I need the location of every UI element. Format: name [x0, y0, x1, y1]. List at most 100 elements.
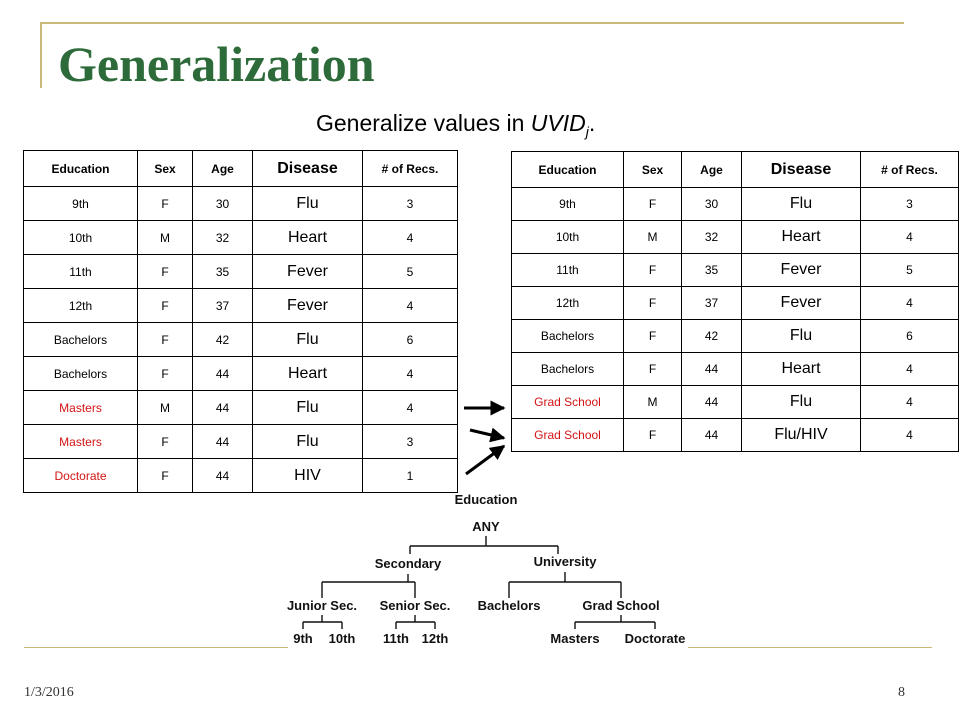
left-cell-sex: F [137, 356, 193, 391]
right-cell-education: Bachelors [511, 352, 624, 386]
tree-edge-grad-school [574, 615, 656, 629]
left-cell-age: 44 [192, 424, 253, 459]
left-cell-education: Bachelors [23, 322, 138, 357]
left-cell-education: 10th [23, 220, 138, 255]
left-cell-recs: 3 [362, 424, 458, 459]
right-cell-education: Bachelors [511, 319, 624, 353]
right-cell-education: 10th [511, 220, 624, 254]
right-cell-disease: Flu [741, 319, 861, 353]
right-cell-recs: 5 [860, 253, 959, 287]
left-header-sex: Sex [137, 150, 193, 187]
right-cell-education: Grad School [511, 418, 624, 452]
tree-edge-any [409, 536, 559, 554]
right-cell-sex: F [623, 286, 682, 320]
left-cell-sex: F [137, 254, 193, 289]
slide-subtitle: Generalize values in UVIDj. [316, 108, 595, 147]
right-cell-recs: 3 [860, 187, 959, 221]
subtitle-suffix: . [588, 110, 596, 136]
left-cell-sex: F [137, 322, 193, 357]
right-cell-age: 37 [681, 286, 742, 320]
right-cell-recs: 4 [860, 352, 959, 386]
left-cell-education: Doctorate [23, 458, 138, 493]
left-cell-recs: 4 [362, 288, 458, 323]
right-cell-disease: Fever [741, 253, 861, 287]
tree-node-secondary: Secondary [375, 556, 442, 571]
slide-date: 1/3/2016 [24, 685, 74, 700]
right-header-recs: # of Recs. [860, 151, 959, 188]
left-cell-recs: 6 [362, 322, 458, 357]
left-cell-recs: 4 [362, 220, 458, 255]
left-cell-disease: Flu [252, 322, 363, 357]
left-decoration-line [40, 22, 42, 88]
left-cell-education: Masters [23, 390, 138, 425]
tree-leaf-11th: 11th [383, 631, 409, 646]
right-cell-education: Grad School [511, 385, 624, 419]
right-cell-age: 44 [681, 352, 742, 386]
tree-root-label: Education [455, 492, 518, 507]
tree-node-any: ANY [472, 519, 500, 534]
tree-node-junior-sec: Junior Sec. [287, 598, 357, 613]
right-cell-disease: Flu [741, 187, 861, 221]
tree-node-grad-school: Grad School [582, 598, 659, 613]
right-cell-age: 35 [681, 253, 742, 287]
left-cell-disease: Flu [252, 390, 363, 425]
left-cell-recs: 4 [362, 390, 458, 425]
left-cell-age: 44 [192, 356, 253, 391]
right-cell-recs: 6 [860, 319, 959, 353]
tree-leaf-9th: 9th [293, 631, 313, 646]
left-cell-age: 37 [192, 288, 253, 323]
tree-node-senior-sec: Senior Sec. [380, 598, 451, 613]
left-cell-recs: 1 [362, 458, 458, 493]
subtitle-subscript: j [585, 123, 589, 140]
left-cell-sex: F [137, 186, 193, 221]
arrow-masters-f [469, 427, 506, 443]
right-cell-age: 44 [681, 418, 742, 452]
right-cell-age: 30 [681, 187, 742, 221]
education-hierarchy-tree: Education ANY Secondary University Junio… [287, 492, 686, 646]
right-cell-education: 12th [511, 286, 624, 320]
mapping-arrows [464, 400, 506, 476]
right-header-disease: Disease [741, 151, 861, 188]
left-cell-disease: Flu [252, 424, 363, 459]
tree-leaf-10th: 10th [329, 631, 356, 646]
right-cell-sex: F [623, 319, 682, 353]
left-cell-sex: M [137, 220, 193, 255]
tree-leaf-doctorate: Doctorate [625, 631, 686, 646]
right-cell-age: 42 [681, 319, 742, 353]
right-cell-disease: Flu/HIV [741, 418, 861, 452]
right-cell-age: 44 [681, 385, 742, 419]
left-cell-education: Bachelors [23, 356, 138, 391]
tree-edge-university [508, 572, 622, 598]
left-cell-recs: 5 [362, 254, 458, 289]
left-cell-sex: M [137, 390, 193, 425]
right-cell-recs: 4 [860, 286, 959, 320]
right-cell-sex: M [623, 385, 682, 419]
subtitle-prefix: Generalize values in [316, 110, 531, 136]
left-cell-age: 30 [192, 186, 253, 221]
right-cell-sex: F [623, 352, 682, 386]
right-header-sex: Sex [623, 151, 682, 188]
slide-page-number: 8 [898, 685, 905, 700]
tree-edge-senior-sec [395, 615, 436, 629]
tree-edge-secondary [321, 574, 416, 598]
right-cell-recs: 4 [860, 385, 959, 419]
left-cell-disease: Flu [252, 186, 363, 221]
arrow-doctorate [465, 444, 506, 476]
left-cell-sex: F [137, 458, 193, 493]
left-cell-sex: F [137, 288, 193, 323]
tree-node-bachelors: Bachelors [478, 598, 541, 613]
